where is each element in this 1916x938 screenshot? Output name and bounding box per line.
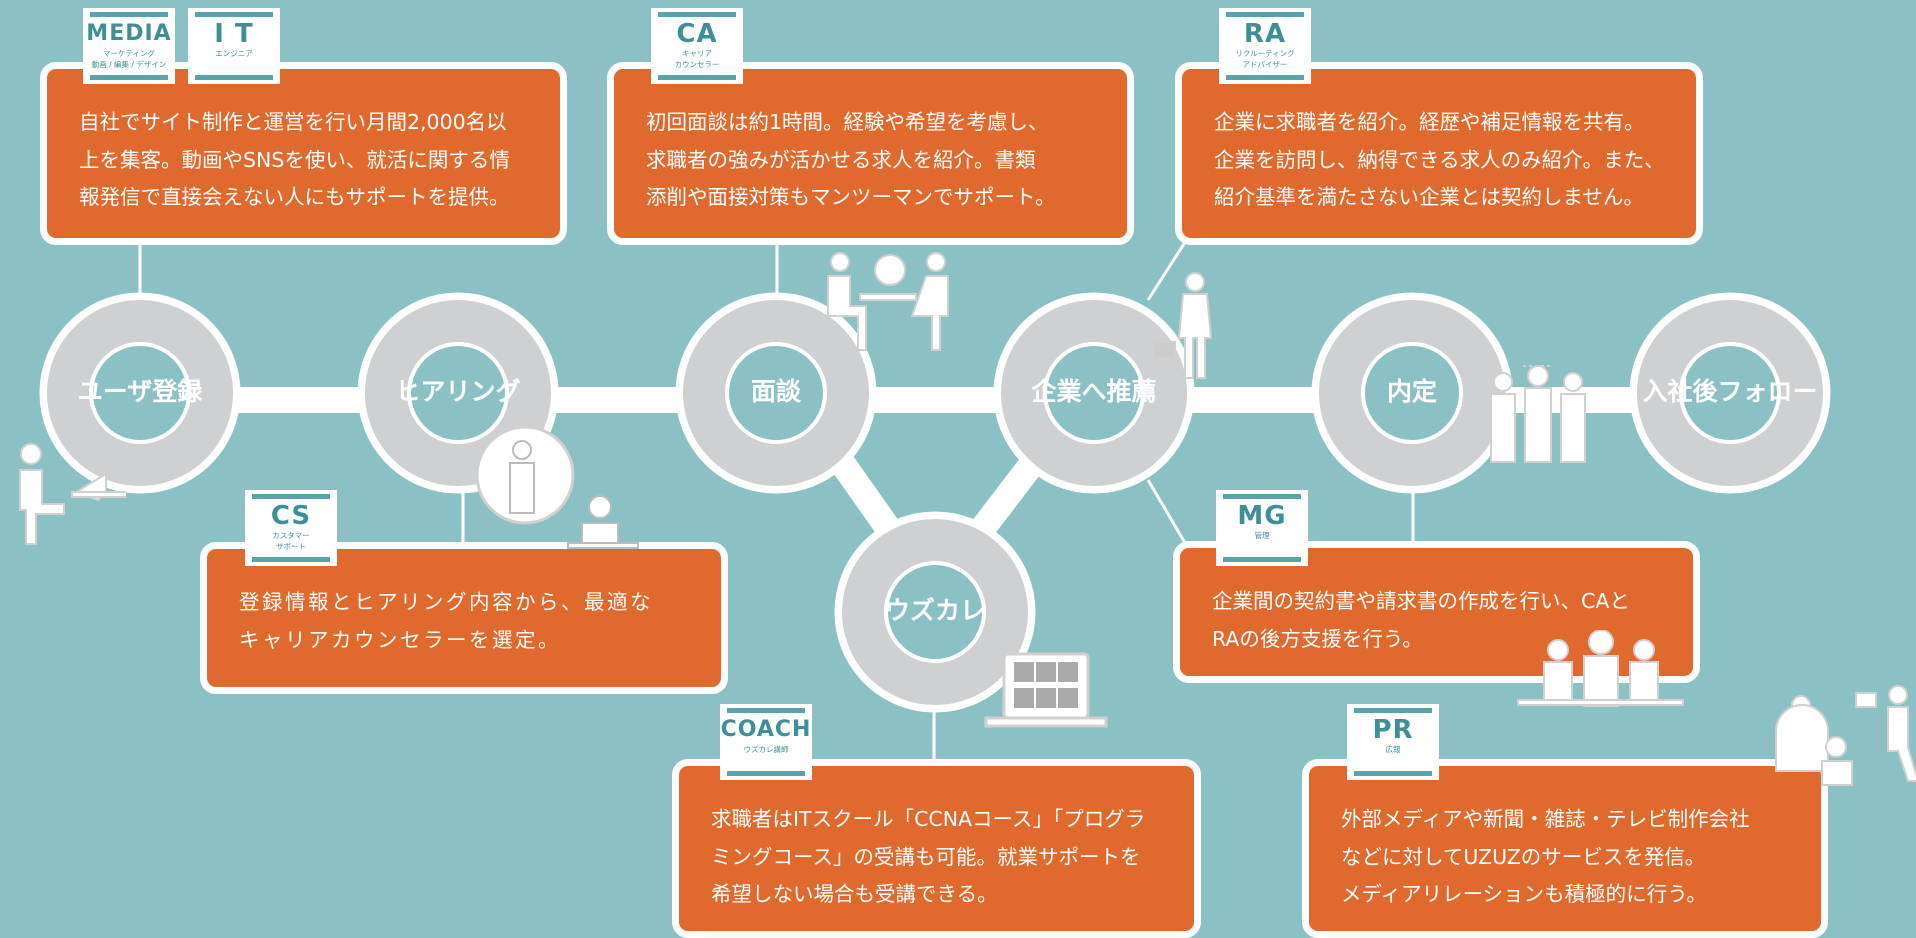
tag-code: MG bbox=[1237, 501, 1287, 531]
tag-code: I T bbox=[214, 19, 254, 49]
tag-sub: リクルーティング bbox=[1235, 49, 1295, 58]
press-presentation-icon bbox=[1775, 685, 1916, 786]
tag-code: RA bbox=[1243, 19, 1287, 49]
tag-sub: サポート bbox=[276, 542, 306, 551]
box-line: 企業を訪問し、納得できる求人のみ紹介。また、 bbox=[1214, 147, 1665, 172]
pr-description-box: 外部メディアや新聞・雑誌・テレビ制作会社 などに対してUZUZのサービスを発信。… bbox=[1302, 759, 1828, 938]
node-after-joining-follow: 入社後フォロー bbox=[1642, 377, 1818, 406]
box-line: などに対してUZUZのサービスを発信。 bbox=[1341, 844, 1706, 869]
tag-sub: エンジニア bbox=[215, 49, 253, 58]
node-interview: 面談 bbox=[750, 377, 801, 406]
box-line: 初回面談は約1時間。経験や希望を考慮し、 bbox=[646, 110, 1049, 134]
businessman-briefcase-icon bbox=[1152, 272, 1213, 379]
node-recommend-to-company: 企業へ推薦 bbox=[1031, 377, 1157, 406]
box-line: RAの後方支援を行う。 bbox=[1212, 626, 1423, 651]
box-line: 登録情報とヒアリング内容から、最適な bbox=[239, 590, 653, 614]
node-hearing: ヒアリング bbox=[395, 377, 521, 406]
box-line: 希望しない場合も受講できる。 bbox=[711, 882, 998, 906]
tag-sub: ウズカレ講師 bbox=[743, 745, 789, 754]
box-line: メディアリレーションも積極的に行う。 bbox=[1341, 882, 1707, 906]
box-line: ミングコース」の受講も可能。就業サポートを bbox=[711, 844, 1141, 869]
tag-code: CS bbox=[270, 501, 312, 531]
coach-description-box: 求職者はITスクール「CCNAコース」「プログラ ミングコース」の受講も可能。就… bbox=[672, 759, 1201, 938]
video-call-laptop-icon bbox=[984, 652, 1108, 728]
tag-code: CA bbox=[676, 19, 718, 49]
interview-meeting-icon bbox=[827, 252, 949, 351]
tag-sub: 動画 / 編集 / デザイン bbox=[91, 60, 167, 69]
box-line: キャリアカウンセラーを選定。 bbox=[239, 627, 561, 652]
box-line: 求職者の強みが活かせる求人を紹介。書類 bbox=[646, 147, 1036, 172]
box-line: 企業に求職者を紹介。経歴や補足情報を共有。 bbox=[1214, 110, 1645, 134]
media-description-box: 自社でサイト制作と運営を行い月間2,000名以 上を集客。動画やSNSを使い、就… bbox=[40, 62, 567, 245]
tag-it: I T エンジニア bbox=[188, 8, 280, 84]
tag-code: PR bbox=[1372, 715, 1414, 745]
tag-sub: マーケティング bbox=[103, 49, 155, 58]
node-uzukare: ウズカレ bbox=[884, 596, 985, 625]
team-meeting-icon bbox=[1517, 630, 1684, 707]
tag-sub: 管理 bbox=[1254, 531, 1270, 540]
box-line: 外部メディアや新聞・雑誌・テレビ制作会社 bbox=[1341, 807, 1750, 831]
tag-mg: MG 管理 bbox=[1216, 490, 1308, 566]
box-line: 紹介基準を満たさない企業とは契約しません。 bbox=[1214, 185, 1644, 209]
tag-sub: キャリア bbox=[682, 49, 712, 58]
counselor-headset-icon bbox=[475, 425, 639, 549]
box-line: 求職者はITスクール「CCNAコース」「プログラ bbox=[711, 807, 1146, 831]
node-offer: 内定 bbox=[1386, 377, 1437, 406]
tag-code: MEDIA bbox=[86, 21, 172, 46]
user-at-laptop-icon bbox=[19, 443, 126, 545]
box-line: 報発信で直接会えない人にもサポートを提供。 bbox=[79, 185, 510, 209]
tag-sub: 広報 bbox=[1385, 745, 1401, 754]
node-user-registration: ユーザ登録 bbox=[77, 377, 203, 406]
ca-description-box: 初回面談は約1時間。経験や希望を考慮し、 求職者の強みが活かせる求人を紹介。書類… bbox=[607, 62, 1134, 245]
celebrating-people-icon bbox=[1490, 365, 1586, 463]
tag-ra: RA リクルーティング アドバイザー bbox=[1219, 8, 1311, 84]
tag-pr: PR 広報 bbox=[1347, 704, 1439, 780]
tag-coach: COACH ウズカレ講師 bbox=[720, 704, 812, 780]
tag-sub: アドバイザー bbox=[1242, 60, 1288, 69]
tag-code: COACH bbox=[720, 717, 812, 742]
tag-sub: カスタマー bbox=[272, 531, 310, 540]
cs-description-box: 登録情報とヒアリング内容から、最適な キャリアカウンセラーを選定。 bbox=[200, 542, 728, 694]
ra-description-box: 企業に求職者を紹介。経歴や補足情報を共有。 企業を訪問し、納得できる求人のみ紹介… bbox=[1175, 62, 1703, 245]
box-line: 添削や面接対策もマンツーマンでサポート。 bbox=[646, 185, 1056, 209]
box-line: 自社でサイト制作と運営を行い月間2,000名以 bbox=[79, 110, 507, 134]
box-line: 上を集客。動画やSNSを使い、就活に関する情 bbox=[79, 147, 510, 172]
tag-ca: CA キャリア カウンセラー bbox=[651, 8, 743, 84]
tag-media: MEDIA マーケティング 動画 / 編集 / デザイン bbox=[83, 8, 175, 84]
tag-sub: カウンセラー bbox=[674, 60, 720, 69]
box-line: 企業間の契約書や請求書の作成を行い、CAと bbox=[1212, 589, 1630, 613]
tag-cs: CS カスタマー サポート bbox=[245, 490, 337, 566]
